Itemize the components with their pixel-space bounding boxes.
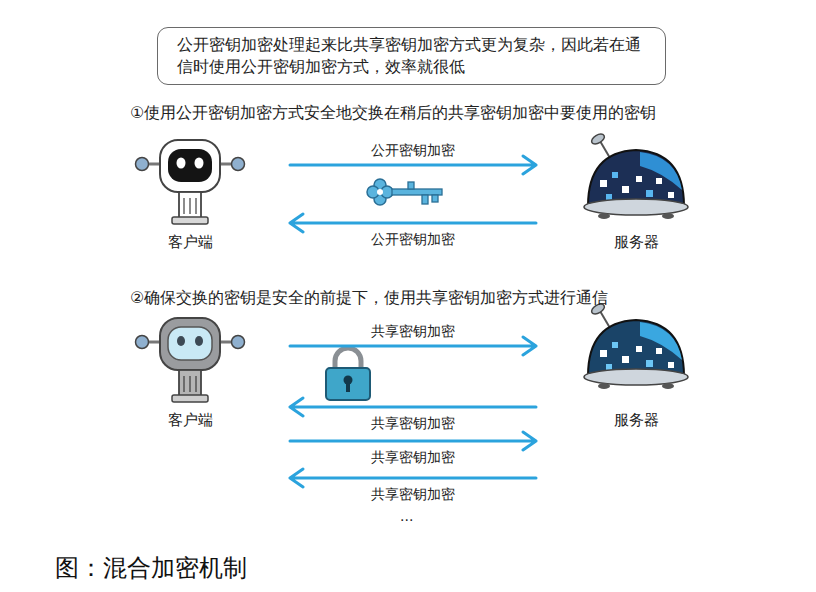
- edge-label: 共享密钥加密: [369, 415, 457, 431]
- lock-icon: [326, 348, 370, 400]
- arrow-connector: [290, 469, 536, 487]
- node-label: 客户端: [168, 411, 213, 430]
- figure-caption: 图：混合加密机制: [55, 552, 247, 584]
- node-label: 服务器: [614, 411, 659, 430]
- edge-label: 共享密钥加密: [369, 323, 457, 339]
- edge-label: 共享密钥加密: [369, 486, 457, 502]
- server-node: 服务器: [578, 300, 694, 430]
- key-icon: [367, 179, 442, 205]
- arrow-connector: [290, 432, 536, 450]
- client-node: 客户端: [132, 132, 248, 252]
- client-node: 客户端: [132, 315, 248, 430]
- arrow-connector: [290, 214, 536, 232]
- edge-label: 公开密钥加密: [369, 231, 457, 247]
- arrow-connector: [290, 398, 536, 416]
- section-heading: ②确保交换的密钥是安全的前提下，使用共享密钥加密方式进行通信: [130, 288, 608, 309]
- ellipsis-mark: ...: [400, 508, 413, 524]
- client-robot: [136, 318, 245, 402]
- client-robot: [136, 140, 245, 224]
- server-robot: [584, 302, 688, 389]
- section-heading: ①使用公开密钥加密方式安全地交换在稍后的共享密钥加密中要使用的密钥: [130, 103, 656, 124]
- edge-label: 公开密钥加密: [369, 142, 457, 158]
- node-label: 客户端: [168, 233, 213, 252]
- arrow-connector: [290, 337, 536, 355]
- edge-label: 共享密钥加密: [369, 449, 457, 465]
- arrow-connector: [290, 156, 536, 174]
- node-label: 服务器: [614, 233, 659, 252]
- server-node: 服务器: [578, 135, 694, 252]
- note-text: 公开密钥加密处理起来比共享密钥加密方式更为复杂，因此若在通信时使用公开密钥加密方…: [177, 34, 646, 78]
- server-robot: [584, 132, 688, 219]
- note-box: 公开密钥加密处理起来比共享密钥加密方式更为复杂，因此若在通信时使用公开密钥加密方…: [157, 27, 666, 85]
